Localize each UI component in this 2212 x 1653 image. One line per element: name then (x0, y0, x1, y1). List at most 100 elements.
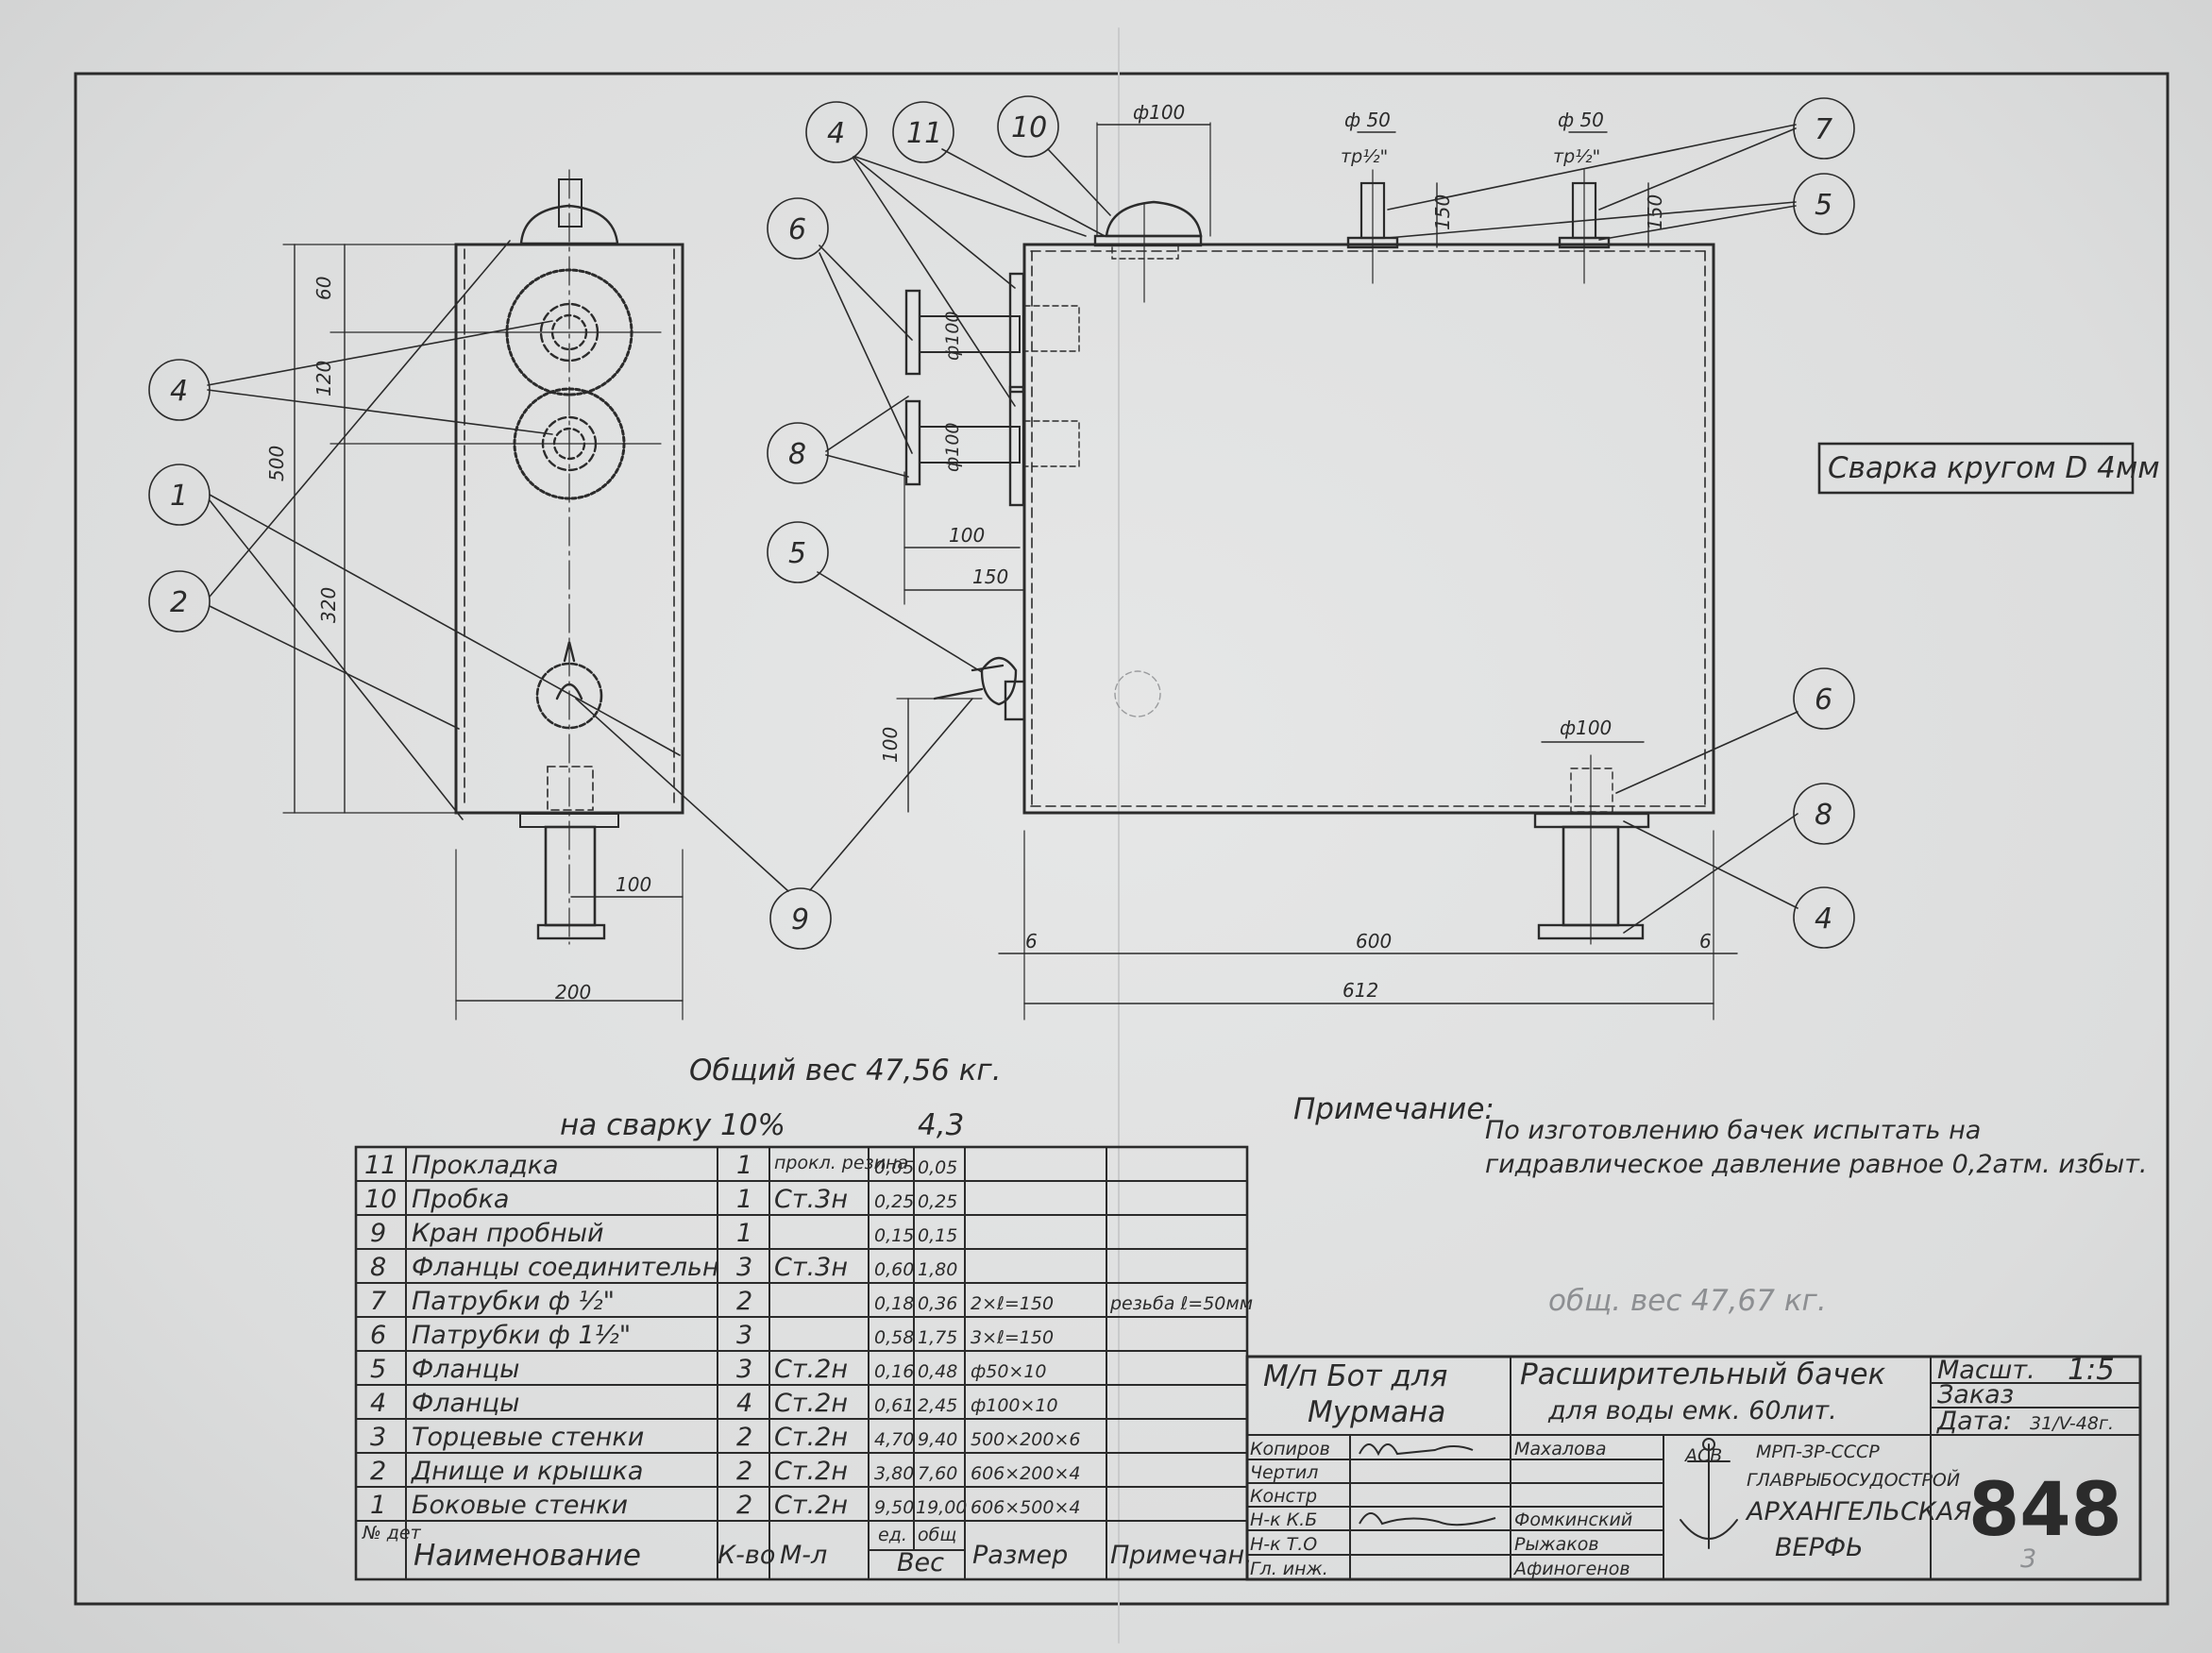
dim-320: 320 (317, 587, 340, 623)
side-view (896, 122, 1738, 1020)
callout-5b: 5 (1815, 189, 1832, 222)
bom-2-name: Кран пробный (412, 1219, 604, 1248)
bom-4-qty: 2 (736, 1287, 752, 1316)
bom-9-unit: 3,80 (874, 1463, 914, 1484)
bom-h-weight: Вес (897, 1548, 944, 1577)
bom-7-size: ф100×10 (971, 1395, 1058, 1416)
role-head-kb: Н-к К.Б (1250, 1510, 1317, 1530)
bom-3-unit: 0,60 (874, 1259, 914, 1280)
name-copy: Махалова (1514, 1439, 1607, 1459)
bom-4-note: резьба ℓ=50мм (1109, 1293, 1253, 1314)
role-designer: Констр (1250, 1486, 1317, 1507)
dim-150-side: 150 (972, 565, 1008, 588)
scale-value: 1:5 (2068, 1353, 2115, 1387)
dim-120: 120 (312, 361, 335, 396)
bom-8-qty: 2 (736, 1423, 752, 1452)
callout-7: 7 (1815, 113, 1832, 146)
note-title: Примечание: (1293, 1092, 1494, 1126)
bom-h-note: Примечан. (1110, 1541, 1253, 1570)
scale-label: Масшт. (1937, 1356, 2035, 1385)
callout-5: 5 (788, 537, 806, 570)
dim-100-side: 100 (949, 524, 985, 547)
date-value: 31/V-48г. (2030, 1413, 2114, 1434)
bom-2-total: 0,15 (918, 1225, 957, 1246)
right-callouts (767, 95, 1855, 949)
bom-2-no: 9 (370, 1219, 386, 1248)
callout-6b: 6 (1815, 683, 1832, 717)
org-line-4: ВЕРФЬ (1775, 1533, 1864, 1562)
dim-150-a: 150 (1431, 194, 1454, 230)
bom-h-unit: ед. (878, 1525, 907, 1545)
bom-1-name: Пробка (412, 1185, 509, 1214)
bom-8-name: Торцевые стенки (412, 1423, 644, 1452)
bom-rows: 11 Прокладка 1 прокл. резина 0,05 0,05 1… (364, 1151, 1253, 1520)
dim-phi100-pipe-a: ф100 (942, 311, 963, 361)
bom-4-no: 7 (370, 1287, 386, 1316)
dim-100-left: 100 (616, 873, 651, 896)
dim-6-left: 6 (1025, 930, 1038, 953)
bom-1-unit: 0,25 (874, 1191, 914, 1212)
bom-6-unit: 0,16 (874, 1361, 914, 1382)
bom-3-qty: 3 (736, 1253, 752, 1282)
pencil-weight-note: общ. вес 47,67 кг. (1548, 1284, 1827, 1318)
callout-11: 11 (906, 117, 942, 150)
weld-note: Сварка кругом D 4мм (1828, 451, 2160, 485)
org-line-3: АРХАНГЕЛЬСКАЯ (1745, 1497, 1971, 1526)
dim-6-right: 6 (1699, 930, 1712, 953)
bom-0-unit: 0,05 (874, 1157, 914, 1178)
callout-4: 4 (170, 375, 188, 408)
callout-4b: 4 (827, 117, 845, 150)
bom-7-no: 4 (370, 1389, 386, 1418)
bom-h-size: Размер (972, 1541, 1068, 1570)
order-label: Заказ (1937, 1380, 2014, 1409)
plug-top (519, 204, 619, 245)
callout-1: 1 (170, 480, 188, 513)
dim-thread-a: тр½" (1341, 146, 1388, 167)
callout-9: 9 (791, 903, 809, 936)
bom-6-no: 5 (370, 1355, 386, 1384)
bom-h-name: Наименование (414, 1539, 641, 1573)
callout-8b: 8 (1815, 799, 1832, 832)
org-line-1: МРП-ЗР-СССР (1756, 1442, 1880, 1462)
bom-4-total: 0,36 (918, 1293, 957, 1314)
note-line-1: По изготовлению бачек испытать на (1485, 1116, 1981, 1145)
bom-1-mat: Ст.3н (774, 1185, 848, 1214)
total-weight: Общий вес 47,56 кг. (689, 1054, 1002, 1088)
bom-10-no: 1 (370, 1491, 386, 1520)
bom-h-no: № дет (362, 1523, 422, 1543)
bom-4-name: Патрубки ф ½" (412, 1287, 615, 1316)
bom-7-mat: Ст.2н (774, 1389, 848, 1418)
callout-8: 8 (788, 438, 806, 471)
bom-5-size: 3×ℓ=150 (971, 1327, 1054, 1348)
bom-10-qty: 2 (736, 1491, 752, 1520)
weld-allowance-label: на сварку 10% (560, 1108, 785, 1142)
title-block-grid (1245, 1355, 2142, 1581)
drawing-number: 848 (1968, 1468, 2122, 1553)
role-drawn: Чертил (1250, 1462, 1318, 1483)
vessel-line-2: Мурмана (1308, 1395, 1445, 1429)
callout-6: 6 (788, 213, 806, 246)
bom-0-total: 0,05 (918, 1157, 957, 1178)
shipyard-logo (1680, 1438, 1738, 1549)
left-callouts (148, 240, 973, 950)
name-head-to: Рыжаков (1514, 1534, 1599, 1555)
bom-1-no: 10 (364, 1185, 397, 1214)
bom-8-mat: Ст.2н (774, 1423, 848, 1452)
bom-6-qty: 3 (736, 1355, 752, 1384)
side-view-body (1022, 243, 1715, 815)
role-copy: Копиров (1250, 1439, 1330, 1459)
bom-4-unit: 0,18 (874, 1293, 914, 1314)
bom-9-qty: 2 (736, 1457, 752, 1486)
bom-10-total: 19,00 (916, 1497, 967, 1518)
bom-7-name: Фланцы (412, 1389, 519, 1418)
bom-0-qty: 1 (736, 1151, 752, 1180)
end-view (282, 169, 684, 1020)
dim-phi100-top: ф100 (1133, 101, 1185, 124)
bom-6-mat: Ст.2н (774, 1355, 848, 1384)
bom-6-name: Фланцы (412, 1355, 519, 1384)
dim-600: 600 (1356, 930, 1392, 953)
bom-1-total: 0,25 (918, 1191, 957, 1212)
bom-10-unit: 9,50 (874, 1497, 914, 1518)
